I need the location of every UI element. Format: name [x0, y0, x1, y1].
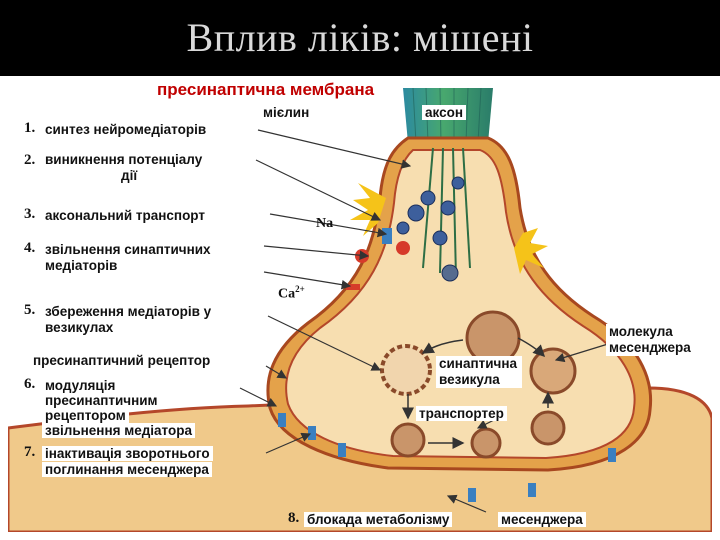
action-potential-burst-right — [514, 228, 548, 274]
transport-vesicles — [396, 176, 465, 282]
slide-title: Вплив ліків: мішені — [186, 15, 534, 60]
target-6-label-line3: рецептором — [42, 408, 129, 423]
sodium-label: Na — [316, 216, 334, 231]
target-6-label-line4: звільнення медіатора — [42, 423, 195, 438]
synaptic-vesicle-label: синаптична везикула — [436, 356, 522, 388]
target-5-number: 5. — [24, 302, 36, 318]
presynaptic-receptor-label: пресинаптичний рецептор — [30, 353, 214, 368]
target-2-number: 2. — [24, 152, 36, 168]
target-5-label-line1: збереження медіаторів у — [42, 304, 215, 319]
messenger-molecule-label: молекула месенджера — [606, 324, 712, 356]
target-6-number: 6. — [24, 376, 36, 392]
postsynaptic-receptors — [278, 413, 616, 502]
diagram-panel: пресинаптична мембрана мієлин аксон Na C… — [8, 80, 712, 532]
target-6-label-line1: модуляція — [42, 378, 119, 393]
axon-label: аксон — [422, 105, 466, 120]
target-4-label-line1: звільнення синаптичних — [42, 242, 214, 257]
cycle-arrows — [402, 337, 554, 449]
target-8-number: 8. — [288, 510, 300, 526]
presynaptic-membrane-label: пресинаптична мембрана — [154, 80, 378, 100]
target-7-label-line2: поглинання месенджера — [42, 462, 212, 477]
target-7-number: 7. — [24, 444, 36, 460]
title-bar — [0, 0, 720, 76]
target-8-label-line1: блокада метаболізму — [304, 512, 453, 527]
transporter-label: транспортер — [416, 406, 507, 421]
target-4-label-line2: медіаторів — [42, 258, 121, 273]
action-potential-burst-left — [350, 183, 386, 236]
target-1-label: синтез нейромедіаторів — [42, 122, 210, 137]
calcium-label: Ca2+ — [278, 284, 305, 303]
target-1-number: 1. — [24, 120, 36, 136]
target-2-label-line1: виникнення потенціалу — [42, 152, 206, 167]
calcium-symbol: Ca — [278, 286, 296, 302]
target-3-label: аксональний транспорт — [42, 208, 208, 223]
target-2-label-line2: дії — [118, 168, 141, 183]
calcium-charge: 2+ — [295, 284, 305, 294]
target-4-number: 4. — [24, 240, 36, 256]
target-6-label-line2: пресинаптичним — [42, 393, 161, 408]
target-8-label-line2: месенджера — [498, 512, 586, 527]
target-3-number: 3. — [24, 206, 36, 222]
target-7-label-line1: інактивація зворотнього — [42, 446, 213, 461]
myelin-label: мієлин — [260, 105, 313, 120]
target-5-label-line2: везикулах — [42, 320, 117, 335]
